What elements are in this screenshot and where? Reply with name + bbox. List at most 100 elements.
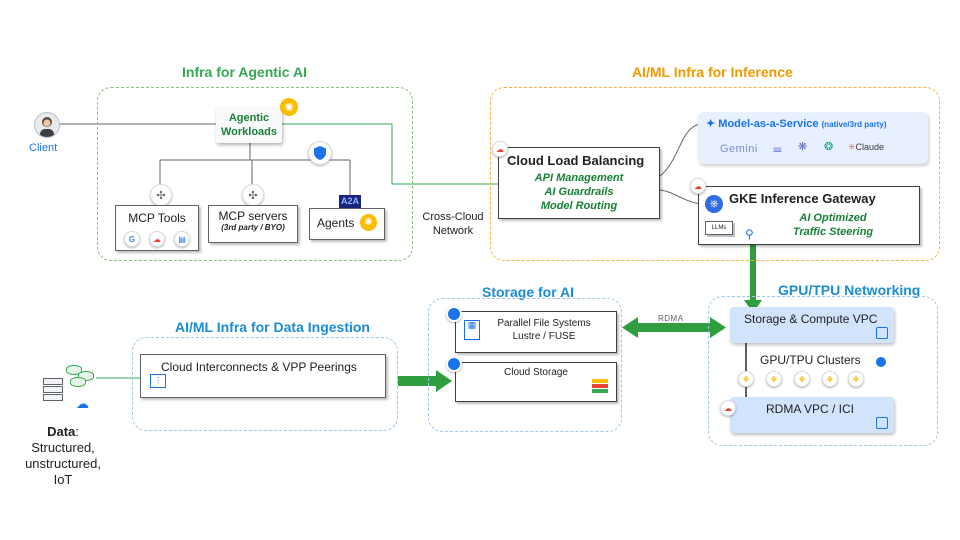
- workloads-lb-link: [282, 123, 498, 185]
- rdma-vpc-icon: [876, 417, 888, 429]
- region-title-agentic: Infra for Agentic AI: [182, 64, 307, 80]
- gke-gpu-arrow-head: [744, 300, 762, 313]
- gpu-node-icon-4: ❖: [822, 371, 838, 387]
- database-icon: ▤: [174, 231, 190, 247]
- cross-cloud-line1: Cross-Cloud: [422, 211, 484, 223]
- maas-title-row: ✦ Model-as-a-Service (native/3rd party): [706, 117, 887, 130]
- agents-brain-icon: ✺: [360, 214, 377, 231]
- pfs-badge-icon: [446, 306, 462, 322]
- cloud-storage-box: Cloud Storage: [455, 362, 617, 402]
- lb-gke-link: [659, 189, 701, 205]
- gke-feature-steering: Traffic Steering: [792, 226, 874, 238]
- region-title-inference: AI/ML Infra for Inference: [632, 64, 793, 80]
- file-system-icon: ▦: [464, 320, 480, 340]
- mcp-servers-icon: ✣: [242, 184, 264, 206]
- kubernetes-icon: ⎈: [705, 195, 723, 213]
- interconnect-icon: ⋮: [150, 374, 166, 388]
- gemini-logo: Gemini: [720, 143, 758, 155]
- data-line-iot: IoT: [53, 472, 73, 487]
- agent-brain-icon: ✺: [280, 98, 298, 116]
- agents-box: Agents ✺: [309, 208, 385, 240]
- gpu-cloud-icon: ☁: [720, 400, 736, 416]
- gke-gpu-arrow-shaft: [750, 243, 756, 303]
- parallel-fs-label: Parallel File Systems Lustre / FUSE: [484, 317, 604, 343]
- data-line-structured: Structured,: [31, 440, 95, 455]
- gpu-node-icon-5: ❖: [848, 371, 864, 387]
- gpu-node-icon-2: ❖: [766, 371, 782, 387]
- storage-compute-vpc-box: Storage & Compute VPC: [730, 307, 894, 343]
- a2a-badge: A2A: [339, 195, 361, 208]
- openai-icon: ❂: [824, 141, 834, 153]
- lb-cloud-icon: ☁: [492, 141, 508, 157]
- cloud-storage-badge-icon: [446, 356, 462, 372]
- gemini-spark-icon: ✦: [706, 118, 719, 130]
- gke-feature-optimized: AI Optimized: [799, 212, 867, 224]
- interconnect-label: Cloud Interconnects & VPP Peerings: [161, 360, 357, 374]
- load-balancing-box: Cloud Load Balancing API Management AI G…: [498, 147, 660, 219]
- data-label-block: Data: Structured, unstructured, IoT: [22, 424, 104, 488]
- mcp-tools-label: MCP Tools: [128, 211, 186, 225]
- region-title-gpu: GPU/TPU Networking: [778, 282, 921, 298]
- rdma-label: RDMA: [658, 314, 684, 323]
- network-hierarchy-icon: ⚲: [745, 227, 754, 241]
- ingest-storage-arrow-shaft: [398, 376, 438, 386]
- parallel-fs-line2: Lustre / FUSE: [512, 331, 576, 342]
- cloud-storage-label: Cloud Storage: [504, 367, 568, 378]
- mcp-servers-sub: (3rd party / BYO): [221, 223, 285, 232]
- agentic-workloads-line1: Agentic: [228, 112, 270, 124]
- agentic-workloads-line2: Workloads: [220, 126, 278, 138]
- gpu-clusters-label: GPU/TPU Clusters: [760, 353, 861, 367]
- parallel-fs-box: ▦ Parallel File Systems Lustre / FUSE: [455, 311, 617, 353]
- lb-feature-api: API Management: [534, 172, 624, 184]
- maas-suffix: (native/3rd party): [821, 120, 887, 129]
- lb-maas-link: [659, 123, 701, 177]
- rdma-arrow-right: [710, 317, 726, 338]
- server-stack-icon: [43, 378, 63, 401]
- gpu-node-icon-1: ❖: [738, 371, 754, 387]
- agents-label: Agents: [317, 216, 355, 230]
- lb-feature-routing: Model Routing: [540, 200, 618, 212]
- mcp-servers-box: MCP servers (3rd party / BYO): [208, 205, 298, 243]
- region-title-storage: Storage for AI: [482, 284, 575, 300]
- gke-cloud-icon: ☁: [690, 178, 706, 194]
- storage-bucket-icon: [592, 379, 608, 393]
- gke-gateway-box: GKE Inference Gateway AI Optimized Traff…: [698, 186, 920, 245]
- data-title-row: Data:: [22, 424, 104, 440]
- data-line-unstructured: unstructured,: [25, 456, 101, 471]
- rdma-vpc-label: RDMA VPC / ICI: [766, 402, 855, 416]
- claude-label: Claude: [855, 142, 885, 152]
- region-storage: [428, 298, 622, 432]
- maas-box: ✦ Model-as-a-Service (native/3rd party) …: [698, 112, 928, 164]
- rdma-arrow-left: [622, 317, 638, 338]
- google-icon: G: [124, 231, 140, 247]
- maas-title: Model-as-a-Service: [718, 118, 819, 130]
- client-avatar: [34, 112, 60, 138]
- region-ingestion: [132, 337, 398, 431]
- load-balancing-title: Cloud Load Balancing: [507, 153, 645, 168]
- vpc-icon: [876, 327, 888, 339]
- client-label: Client: [29, 142, 58, 154]
- cluster-chip-icon: [876, 357, 886, 367]
- lb-feature-guardrails: AI Guardrails: [544, 186, 614, 198]
- model-icon-2: ❋: [798, 141, 808, 153]
- data-title: Data: [47, 424, 76, 439]
- gke-title: GKE Inference Gateway: [729, 191, 876, 206]
- data-cylinders-icon: [66, 365, 94, 387]
- storage-compute-vpc-label: Storage & Compute VPC: [744, 312, 878, 326]
- llms-badge: LLMs: [705, 221, 733, 235]
- region-gpu: [708, 296, 938, 446]
- data-colon: :: [75, 424, 79, 439]
- ingest-storage-arrow-head: [436, 370, 452, 392]
- region-inference: [490, 87, 940, 261]
- cross-cloud-line2: Network: [432, 225, 474, 237]
- iot-cloud-icon: ☁: [76, 396, 89, 411]
- llama-icon: 𝍢: [773, 143, 782, 155]
- region-agentic: [97, 87, 413, 261]
- rdma-vpc-box: RDMA VPC / ICI: [730, 397, 894, 433]
- mcp-servers-label: MCP servers: [218, 209, 288, 223]
- region-title-ingestion: AI/ML Infra for Data Ingestion: [175, 319, 370, 335]
- interconnect-box: Cloud Interconnects & VPP Peerings: [140, 354, 386, 398]
- parallel-fs-line1: Parallel File Systems: [497, 318, 591, 329]
- google-cloud-icon: ☁: [149, 231, 165, 247]
